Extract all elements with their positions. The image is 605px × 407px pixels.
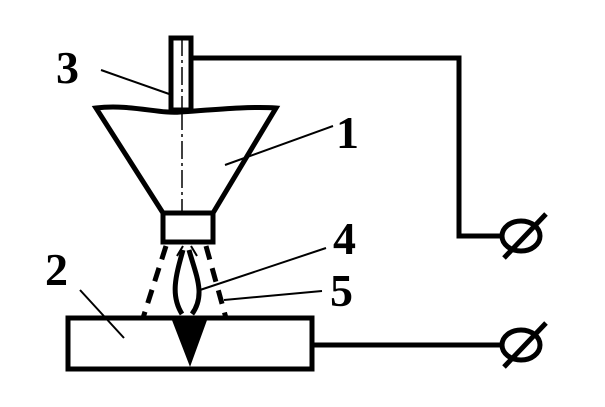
arc — [172, 245, 202, 316]
leader-lines — [79, 69, 334, 339]
funnel — [91, 104, 281, 245]
label-electrode: 3 — [56, 42, 79, 93]
label-workpiece: 2 — [45, 244, 68, 295]
label-funnel: 1 — [336, 107, 359, 158]
workpiece — [65, 315, 315, 372]
flux-stream — [140, 245, 229, 319]
upper-terminal-icon — [499, 212, 548, 260]
label-arc: 4 — [333, 213, 356, 264]
lower-terminal-icon — [499, 321, 548, 369]
electrode — [168, 35, 194, 113]
label-flux-stream: 5 — [330, 265, 353, 316]
upper-circuit-wire — [191, 55, 502, 239]
